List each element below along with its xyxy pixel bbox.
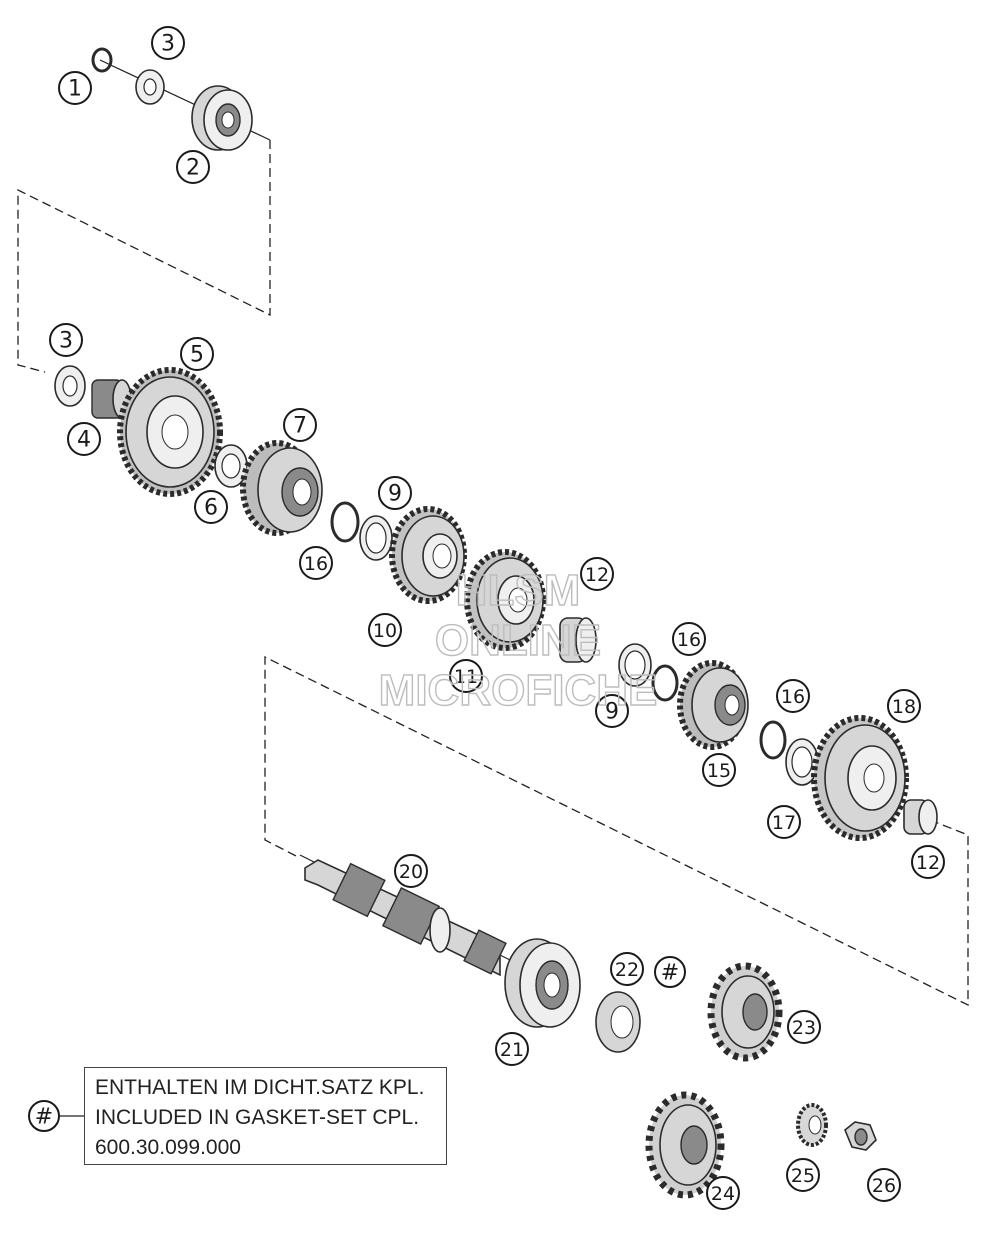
- svg-text:6: 6: [204, 496, 218, 521]
- svg-text:3: 3: [59, 329, 73, 354]
- part-11-gear: [464, 549, 546, 651]
- part-16-circlip-b: [651, 664, 679, 702]
- part-23-sprocket: [707, 962, 783, 1062]
- part-20-shaft: [304, 859, 507, 977]
- callout-7[interactable]: 7: [283, 408, 317, 442]
- svg-text:25: 25: [791, 1165, 815, 1187]
- callout-22[interactable]: 22: [610, 952, 644, 986]
- dashed-bracket-upper: [17, 140, 271, 373]
- callout-17[interactable]: 17: [767, 805, 801, 839]
- part-16-circlip-c: [759, 720, 787, 760]
- svg-text:12: 12: [916, 852, 940, 874]
- callout-15[interactable]: 15: [702, 753, 736, 787]
- callout-3-lower[interactable]: 3: [49, 323, 83, 357]
- callout-9-a[interactable]: 9: [378, 476, 412, 510]
- svg-text:23: 23: [792, 1017, 816, 1039]
- callout-5[interactable]: 5: [180, 337, 214, 371]
- callout-6[interactable]: 6: [194, 490, 228, 524]
- callout-25[interactable]: 25: [786, 1158, 820, 1192]
- svg-text:9: 9: [605, 700, 619, 725]
- svg-text:18: 18: [892, 696, 916, 718]
- part-21-bearing: [504, 938, 581, 1028]
- part-9-washer-b: [618, 643, 652, 687]
- svg-text:7: 7: [293, 414, 307, 439]
- callout-20[interactable]: 20: [394, 854, 428, 888]
- svg-text:26: 26: [872, 1175, 896, 1197]
- callout-16-a[interactable]: 16: [299, 546, 333, 580]
- svg-text:#: #: [35, 1105, 53, 1130]
- svg-text:2: 2: [186, 156, 200, 181]
- svg-text:24: 24: [711, 1183, 735, 1205]
- note-line-english: INCLUDED IN GASKET-SET CPL.: [95, 1106, 420, 1129]
- svg-text:10: 10: [373, 620, 397, 642]
- part-2-bearing: [191, 85, 253, 151]
- part-12-bushing-b: [903, 799, 938, 835]
- svg-text:22: 22: [615, 959, 639, 981]
- part-16-circlip-a: [330, 501, 360, 543]
- callout-hash[interactable]: #: [654, 956, 686, 988]
- svg-text:21: 21: [500, 1039, 524, 1061]
- part-25-lock-washer: [796, 1103, 828, 1147]
- part-24-sprocket: [645, 1091, 725, 1199]
- svg-text:4: 4: [77, 428, 91, 453]
- callout-24[interactable]: 24: [706, 1176, 740, 1210]
- svg-text:1: 1: [68, 77, 82, 102]
- part-10-gear: [389, 506, 467, 604]
- callout-21[interactable]: 21: [495, 1032, 529, 1066]
- part-18-gear: [811, 715, 909, 841]
- svg-text:16: 16: [677, 629, 701, 651]
- part-9-washer-a: [359, 515, 393, 561]
- callout-4[interactable]: 4: [67, 422, 101, 456]
- callout-18[interactable]: 18: [887, 689, 921, 723]
- part-17-washer: [785, 738, 819, 786]
- svg-text:16: 16: [304, 553, 328, 575]
- callout-hash-note[interactable]: #: [28, 1100, 60, 1132]
- svg-text:20: 20: [399, 861, 423, 883]
- callout-12-a[interactable]: 12: [580, 557, 614, 591]
- svg-text:9: 9: [388, 482, 402, 507]
- svg-text:12: 12: [585, 564, 609, 586]
- part-3-washer-lower: [54, 365, 86, 407]
- part-1-circlip: [91, 47, 113, 73]
- callout-11[interactable]: 11: [449, 659, 483, 693]
- svg-text:16: 16: [781, 686, 805, 708]
- callout-16-b[interactable]: 16: [672, 622, 706, 656]
- callout-12-b[interactable]: 12: [911, 845, 945, 879]
- callout-23[interactable]: 23: [787, 1010, 821, 1044]
- part-5-gear: [117, 367, 223, 497]
- svg-text:15: 15: [707, 760, 731, 782]
- callout-10[interactable]: 10: [368, 613, 402, 647]
- callout-2[interactable]: 2: [176, 150, 210, 184]
- callout-3-top[interactable]: 3: [151, 26, 185, 60]
- callout-16-c[interactable]: 16: [776, 679, 810, 713]
- part-26-nut: [844, 1121, 877, 1151]
- part-12-bushing-a: [559, 617, 597, 663]
- part-6-washer: [214, 444, 248, 488]
- note-line-german: ENTHALTEN IM DICHT.SATZ KPL.: [95, 1076, 425, 1099]
- svg-text:17: 17: [772, 812, 796, 834]
- svg-text:3: 3: [161, 32, 175, 57]
- note-part-number: 600.30.099.000: [95, 1136, 241, 1159]
- part-7-gear: [240, 440, 323, 536]
- part-15-gear: [677, 660, 749, 750]
- svg-text:#: #: [661, 961, 679, 986]
- callout-1[interactable]: 1: [58, 71, 92, 105]
- part-3-washer-top: [135, 69, 165, 105]
- callout-26[interactable]: 26: [867, 1168, 901, 1202]
- gasket-set-note: ENTHALTEN IM DICHT.SATZ KPL. INCLUDED IN…: [84, 1067, 447, 1165]
- part-22-seal: [595, 991, 641, 1053]
- svg-text:11: 11: [454, 666, 478, 688]
- dashed-bracket-lower: [264, 655, 969, 1007]
- svg-text:5: 5: [190, 343, 204, 368]
- callout-9-b[interactable]: 9: [595, 694, 629, 728]
